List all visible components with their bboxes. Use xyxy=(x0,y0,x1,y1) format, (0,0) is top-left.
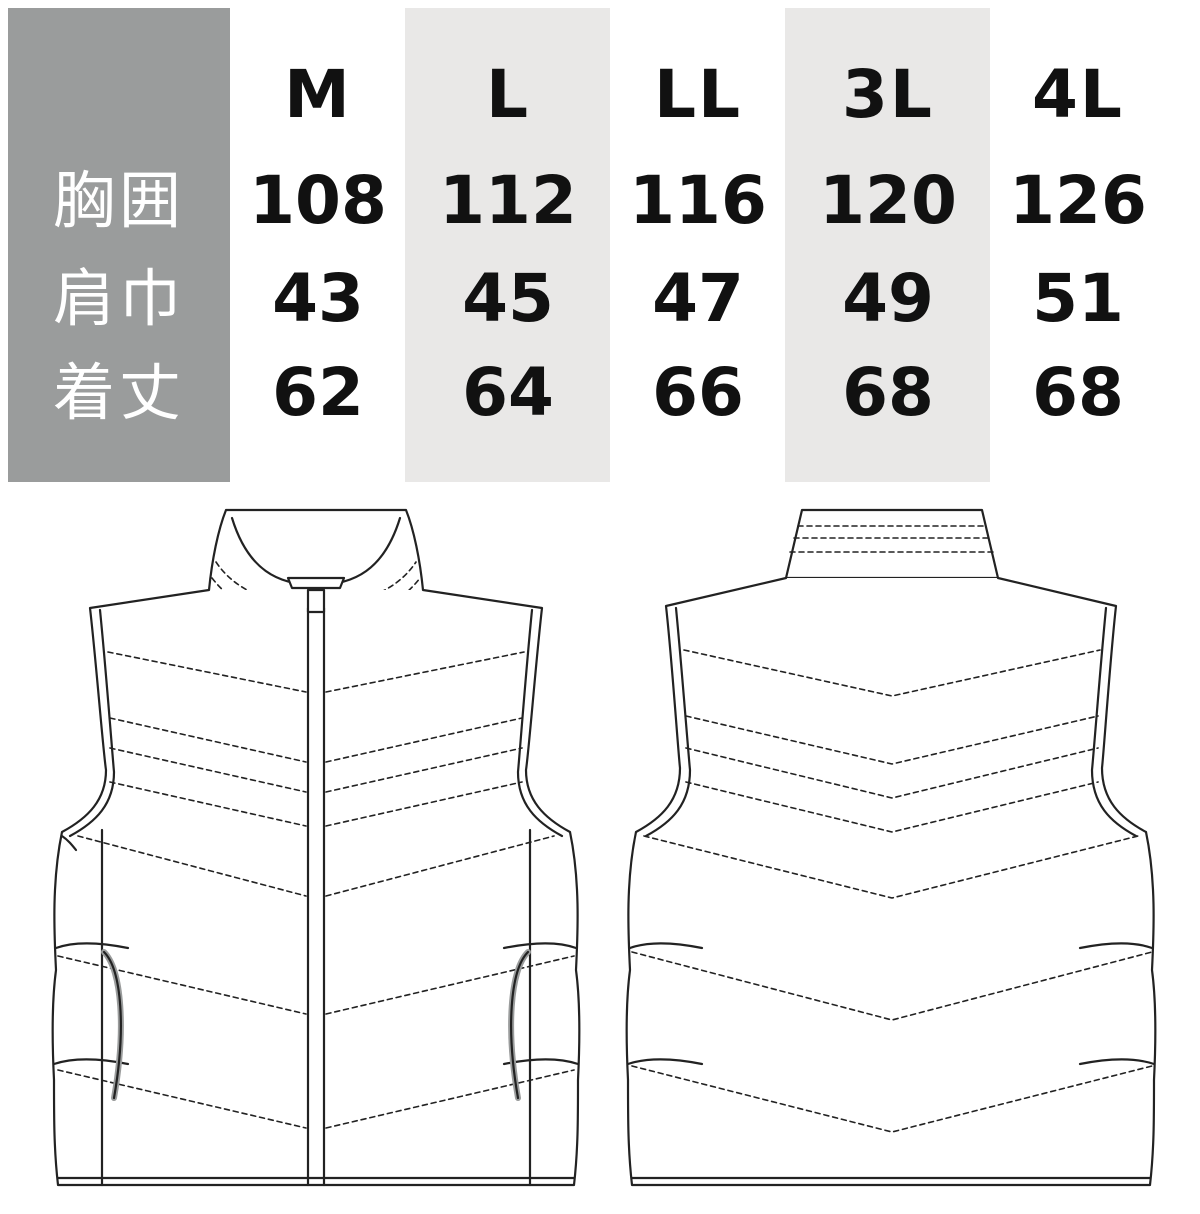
size-header-4l: 4L xyxy=(1032,56,1124,133)
length-ll: 66 xyxy=(652,354,744,431)
row-label-chest: 胸囲 xyxy=(52,164,185,237)
size-table: 胸囲 肩巾 着丈 M L LL 3L 4L 108 112 116 120 12… xyxy=(0,0,1200,490)
vest-front-icon xyxy=(48,500,588,1200)
length-m: 62 xyxy=(272,354,364,431)
size-header-m: M xyxy=(284,56,352,133)
shoulder-m: 43 xyxy=(272,260,364,337)
row-label-shoulder: 肩巾 xyxy=(52,262,185,335)
chest-l: 112 xyxy=(439,162,577,239)
size-header-l: L xyxy=(485,56,531,133)
shaded-column-l xyxy=(405,8,610,482)
label-column xyxy=(8,8,230,482)
chest-3l: 120 xyxy=(819,162,957,239)
vest-back-icon xyxy=(622,500,1162,1200)
length-4l: 68 xyxy=(1032,354,1124,431)
chest-4l: 126 xyxy=(1009,162,1147,239)
shoulder-l: 45 xyxy=(462,260,554,337)
chest-m: 108 xyxy=(249,162,387,239)
length-l: 64 xyxy=(462,354,554,431)
shoulder-ll: 47 xyxy=(652,260,744,337)
row-label-length: 着丈 xyxy=(52,356,185,429)
shoulder-3l: 49 xyxy=(842,260,934,337)
shaded-column-3l xyxy=(785,8,990,482)
size-header-3l: 3L xyxy=(842,56,934,133)
chest-ll: 116 xyxy=(629,162,767,239)
length-3l: 68 xyxy=(842,354,934,431)
size-header-ll: LL xyxy=(653,56,743,133)
shoulder-4l: 51 xyxy=(1032,260,1124,337)
